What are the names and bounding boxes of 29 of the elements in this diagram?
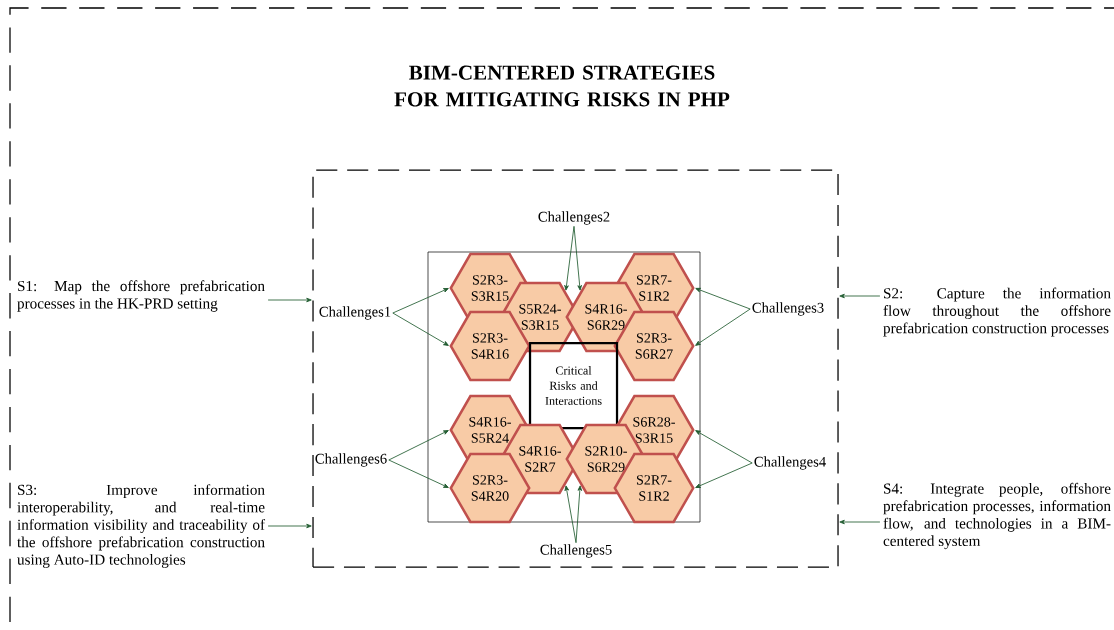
arrow (573, 225, 582, 291)
arrow (392, 288, 449, 314)
arrow (267, 523, 312, 529)
strategy-text: S4: Integrate people, offshore prefabrication processes, information flow, and technologies in a BIM-centered system (883, 482, 1111, 550)
title: BIM-CENTERED STRATEGIES FOR MITIGATING RISKS IN PHP (394, 65, 730, 107)
strategy-text: S1: Map the offshore prefabrication processes in the HK-PRD setting (17, 280, 265, 312)
strategy-text: S2: Capture the information flow throughout the offshore prefabrication construction processes (883, 287, 1111, 337)
arrow (695, 430, 753, 464)
challenge-label: Challenges5 (540, 544, 612, 558)
challenge-label: Challenges3 (752, 302, 824, 316)
arrow (839, 293, 881, 299)
arrow (564, 485, 577, 544)
hexagon-panel (427, 251, 701, 523)
arrow (388, 459, 449, 488)
arrow (575, 485, 583, 544)
challenge-label: Challenges6 (315, 453, 387, 467)
arrow (695, 308, 751, 346)
arrow (267, 297, 312, 303)
arrow (695, 462, 753, 488)
arrow (695, 287, 751, 310)
arrow (388, 430, 449, 461)
dashed-frame (312, 169, 839, 568)
arrow (392, 312, 449, 346)
challenge-label: Challenges4 (754, 456, 826, 470)
challenge-label: Challenges2 (538, 211, 610, 225)
strategy-text: S3: Improve information interoperability, and real-time information visibility and traceability of the offshore prefabrication construction using Auto-ID technologies (17, 484, 266, 568)
arrow (839, 519, 881, 525)
arrow (564, 225, 575, 291)
challenge-label: Challenges1 (319, 306, 391, 320)
